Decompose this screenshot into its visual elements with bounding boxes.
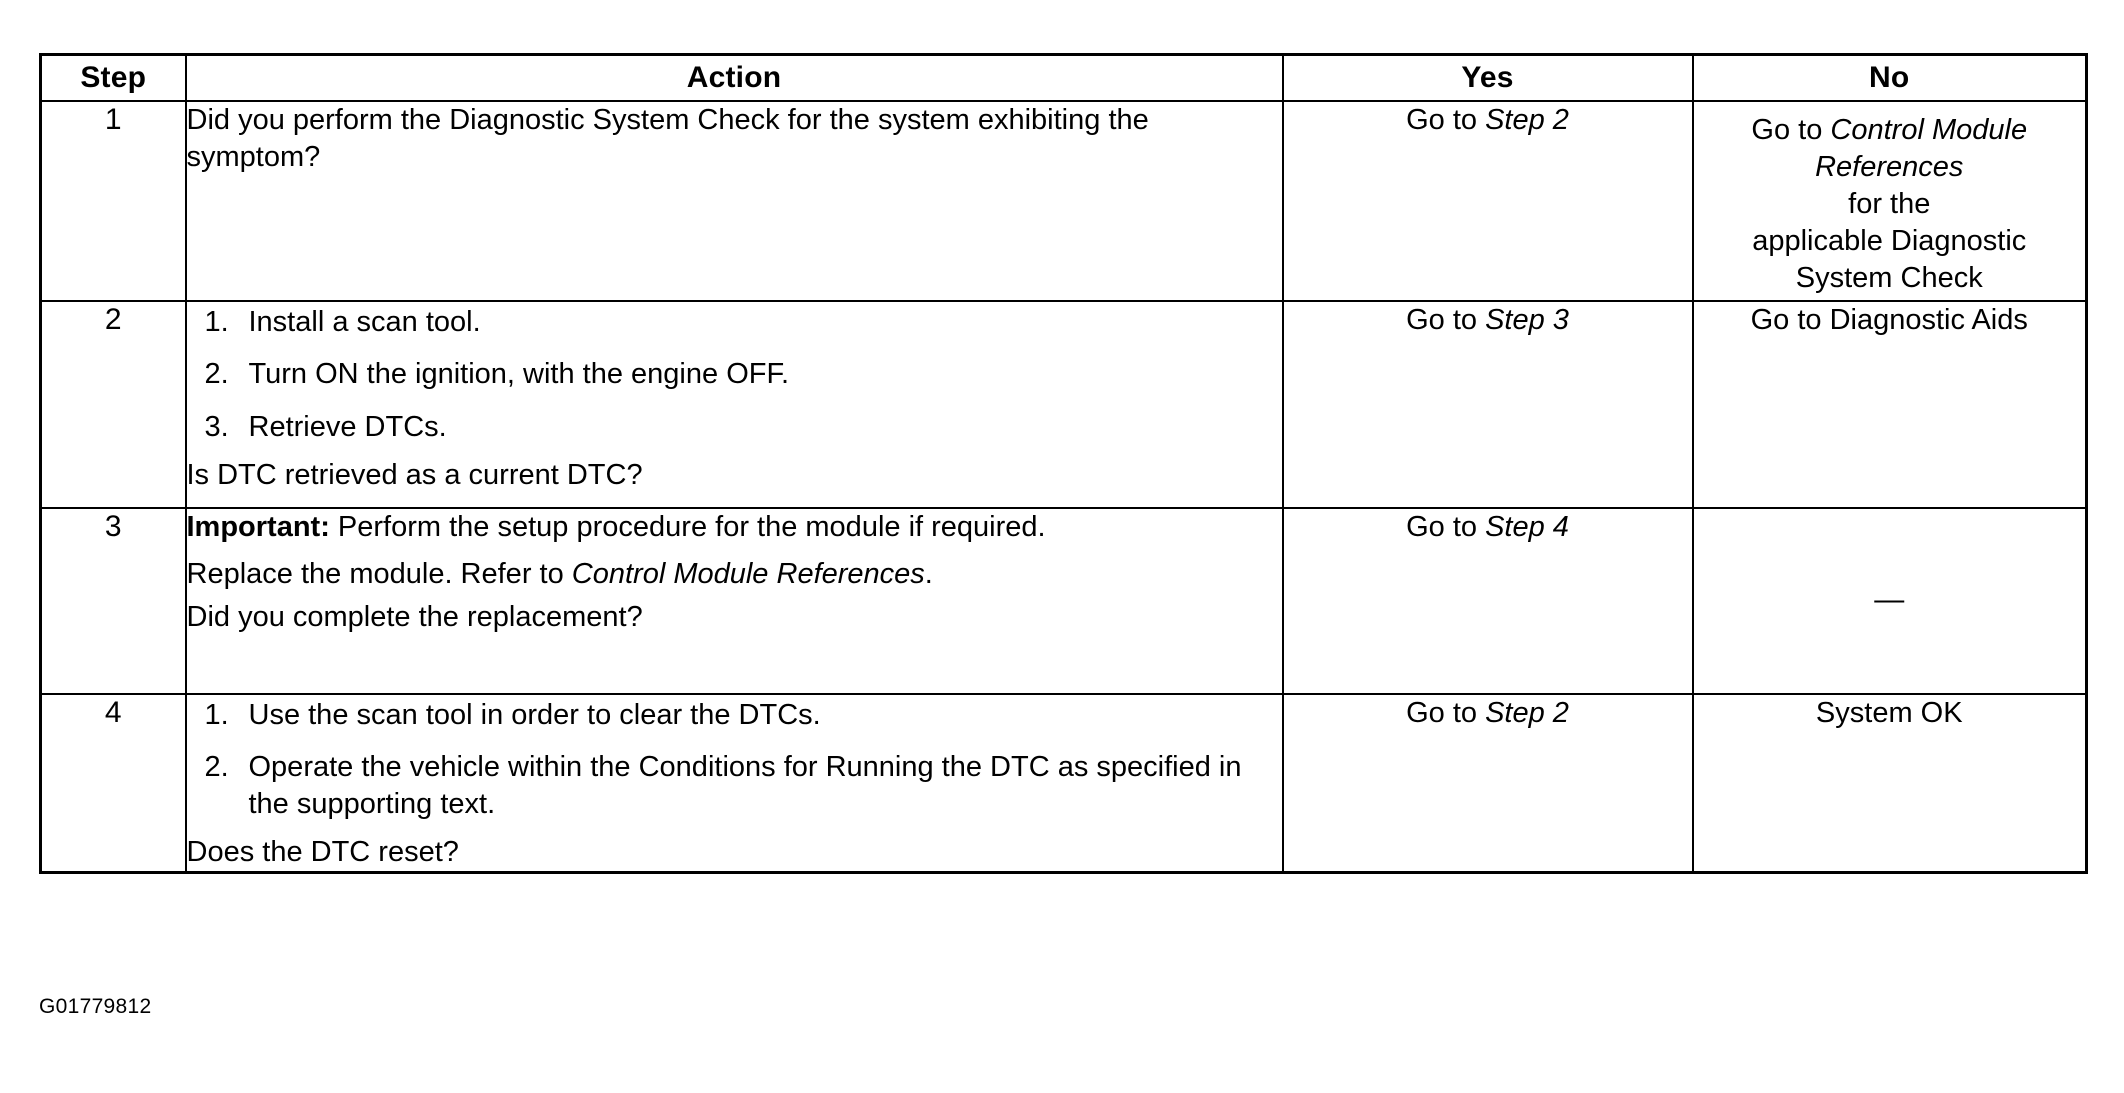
- no-outcome-cell: —: [1691, 507, 2088, 695]
- action-step-list: 1. Install a scan tool. 2. Turn ON the i…: [187, 304, 1282, 445]
- yes-reference: Step 3: [1485, 304, 1569, 336]
- diagnostic-table-container: Step Action Yes No 1 Did you perform the…: [39, 53, 2088, 874]
- no-text: Go to Diagnostic Aids: [1750, 304, 2028, 336]
- table-row: 1 Did you perform the Diagnostic System …: [39, 100, 2088, 302]
- step-number-cell: 3: [39, 507, 187, 695]
- list-item: 1. Install a scan tool.: [187, 304, 1282, 340]
- table-row: 4 1. Use the scan tool in order to clear…: [39, 692, 2088, 874]
- yes-reference: Step 2: [1485, 697, 1569, 729]
- important-text: Perform the setup procedure for the modu…: [329, 511, 1046, 543]
- column-header-action: Action: [184, 53, 1284, 102]
- list-item: 3. Retrieve DTCs.: [187, 409, 1282, 445]
- column-header-yes: Yes: [1281, 53, 1694, 102]
- yes-outcome-cell: Go to Step 4: [1281, 507, 1694, 695]
- action-question: Does the DTC reset?: [186, 835, 459, 868]
- column-header-no: No: [1691, 53, 2088, 102]
- no-text-line5: System Check: [1795, 262, 1983, 295]
- table-row: 2 1. Install a scan tool. 2: [39, 300, 2088, 509]
- table-header: Step Action Yes No: [39, 53, 2088, 102]
- no-text-line4: applicable Diagnostic: [1752, 225, 2027, 258]
- action-cell: 1. Use the scan tool in order to clear t…: [184, 692, 1284, 874]
- table-body: 1 Did you perform the Diagnostic System …: [39, 100, 2088, 874]
- list-item-number: 2.: [204, 751, 229, 784]
- list-item-text: Retrieve DTCs.: [248, 410, 447, 443]
- replace-suffix: .: [924, 558, 933, 591]
- step-number-cell: 2: [39, 300, 187, 509]
- table-header-row: Step Action Yes No: [39, 53, 2088, 102]
- list-item-text: Use the scan tool in order to clear the …: [248, 699, 821, 731]
- list-item-number: 1.: [204, 306, 229, 338]
- yes-outcome-cell: Go to Step 2: [1281, 692, 1694, 874]
- list-item-number: 3.: [204, 410, 229, 443]
- list-item: 1. Use the scan tool in order to clear t…: [187, 697, 1282, 733]
- list-item: 2. Operate the vehicle within the Condit…: [187, 749, 1282, 822]
- no-text-line3: for the: [1848, 188, 1931, 221]
- list-item-number: 1.: [204, 699, 229, 731]
- action-important-note: Important: Perform the setup procedure f…: [187, 509, 1282, 546]
- yes-prefix: Go to: [1406, 304, 1486, 336]
- column-header-step: Step: [39, 53, 187, 102]
- list-item-text: Turn ON the ignition, with the engine OF…: [248, 358, 790, 391]
- replace-prefix: Replace the module. Refer to: [186, 558, 572, 591]
- no-reference-line1: Control Module: [1830, 114, 2028, 146]
- no-text: —: [1874, 583, 1905, 617]
- yes-prefix: Go to: [1406, 511, 1486, 543]
- yes-prefix: Go to: [1406, 104, 1486, 136]
- diagnostic-step-table: Step Action Yes No 1 Did you perform the…: [39, 53, 2088, 874]
- figure-id-caption: G01779812: [39, 995, 152, 1018]
- list-item-text: Operate the vehicle within the Condition…: [248, 751, 1242, 820]
- no-outcome-cell: Go to Diagnostic Aids: [1691, 300, 2088, 509]
- action-cell: Important: Perform the setup procedure f…: [184, 507, 1284, 695]
- no-outcome-cell: System OK: [1691, 692, 2088, 874]
- yes-prefix: Go to: [1406, 697, 1486, 729]
- yes-outcome-cell: Go to Step 2: [1281, 100, 1694, 302]
- action-question: Did you complete the replacement?: [186, 601, 643, 634]
- no-prefix: Go to: [1751, 114, 1831, 146]
- action-spacer: [187, 176, 1282, 182]
- yes-reference: Step 4: [1485, 511, 1569, 543]
- action-question: Is DTC retrieved as a current DTC?: [186, 458, 643, 491]
- replace-reference: Control Module References: [571, 558, 925, 591]
- important-label: Important:: [186, 511, 330, 543]
- table-row: 3 Important: Perform the setup procedure…: [39, 507, 2088, 695]
- yes-outcome-cell: Go to Step 3: [1281, 300, 1694, 509]
- step-number-cell: 4: [39, 692, 187, 874]
- action-cell: 1. Install a scan tool. 2. Turn ON the i…: [184, 300, 1284, 509]
- list-item: 2. Turn ON the ignition, with the engine…: [187, 356, 1282, 392]
- no-reference-line2: References: [1815, 151, 1964, 184]
- no-text: System OK: [1815, 697, 1963, 729]
- step-number-cell: 1: [39, 100, 187, 302]
- action-replace-instruction: Replace the module. Refer to Control Mod…: [187, 556, 1282, 593]
- yes-reference: Step 2: [1485, 104, 1569, 136]
- action-step-list: 1. Use the scan tool in order to clear t…: [187, 697, 1282, 822]
- action-text: Did you perform the Diagnostic System Ch…: [186, 104, 1149, 174]
- list-item-text: Install a scan tool.: [248, 306, 481, 338]
- no-outcome-cell: Go to Control Module References for the …: [1691, 100, 2088, 302]
- action-cell: Did you perform the Diagnostic System Ch…: [184, 100, 1284, 302]
- list-item-number: 2.: [204, 358, 229, 391]
